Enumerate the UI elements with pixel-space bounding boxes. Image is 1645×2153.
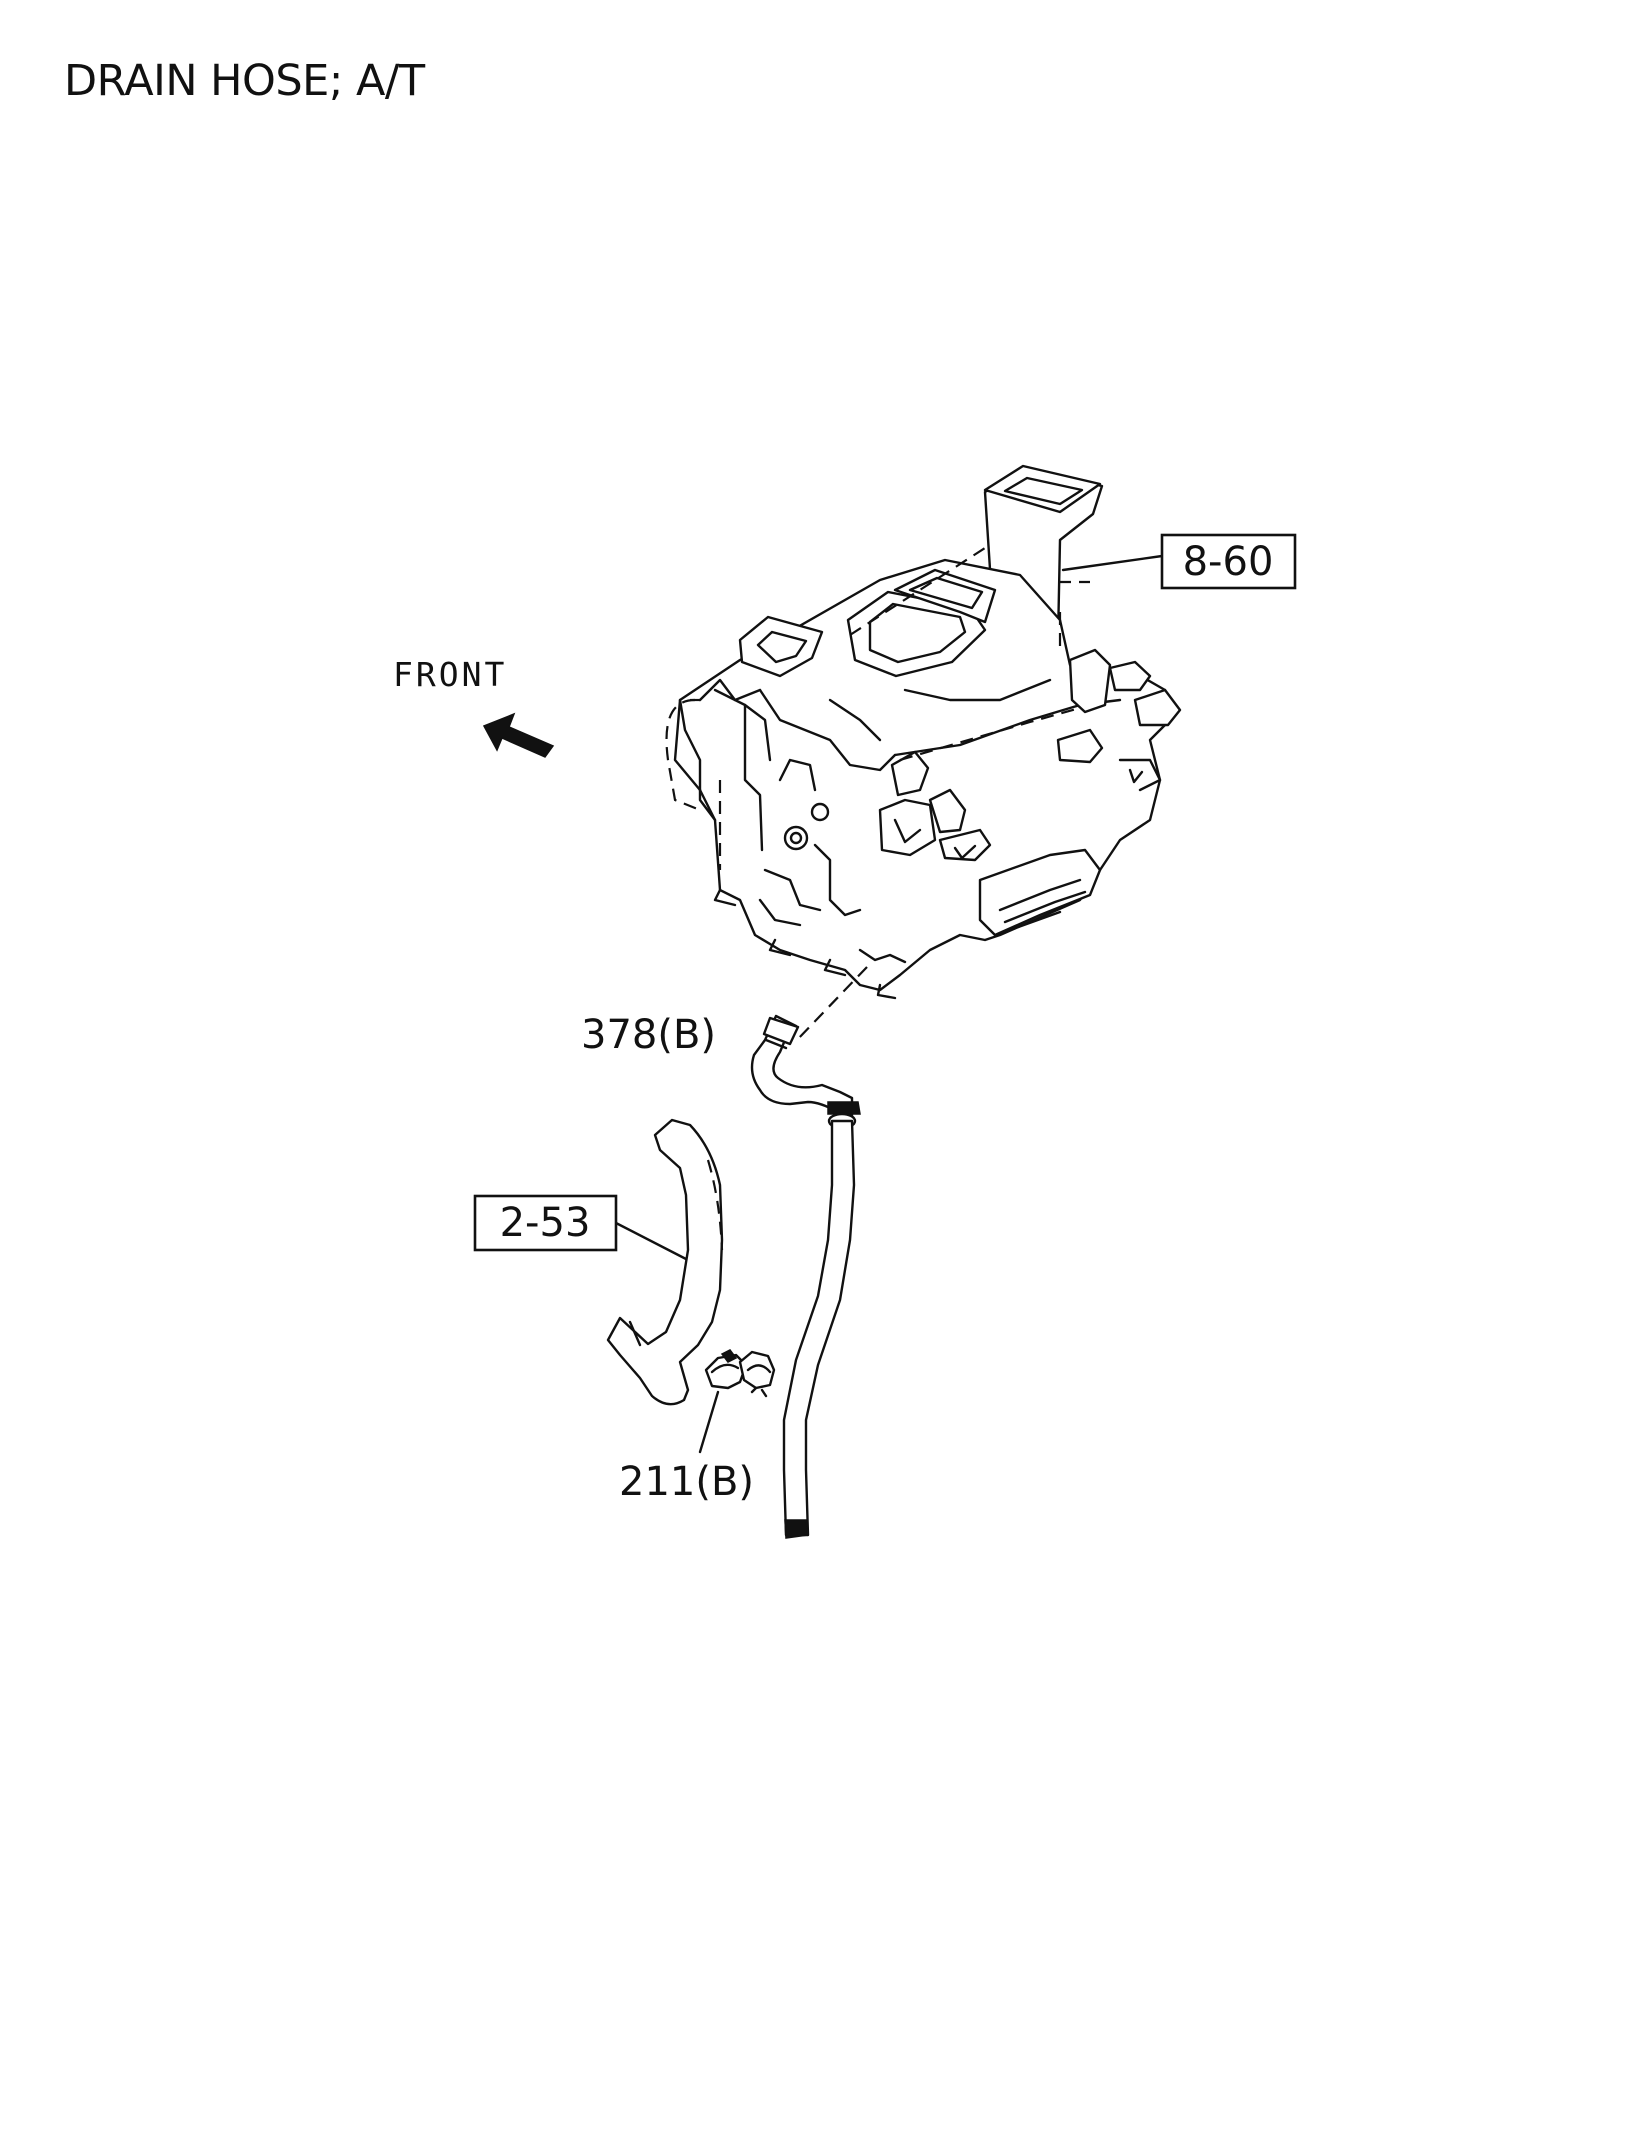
front-hose-ref: 2-53 bbox=[500, 1200, 591, 1246]
front-indicator: FRONT bbox=[393, 655, 555, 758]
clip-leader bbox=[698, 1390, 720, 1454]
heater-unit-leader bbox=[1061, 554, 1164, 572]
drain-hose bbox=[750, 1014, 861, 1539]
heater-unit-ref-box: 8-60 bbox=[1160, 533, 1297, 590]
drain-hose-part: 378(B) bbox=[581, 1012, 716, 1058]
front-hose-leader bbox=[614, 1221, 688, 1261]
page-title: DRAIN HOSE; A/T bbox=[64, 56, 425, 106]
drain-connection-line bbox=[796, 966, 868, 1041]
clip-part: 211(B) bbox=[619, 1459, 754, 1505]
heater-unit bbox=[665, 464, 1182, 1000]
heater-unit-ref: 8-60 bbox=[1183, 539, 1274, 585]
front-hose-ref-box: 2-53 bbox=[473, 1194, 618, 1252]
front-hose bbox=[606, 1118, 724, 1406]
hose-clip bbox=[704, 1349, 776, 1398]
arrow-up-left-icon bbox=[482, 712, 555, 758]
front-label: FRONT bbox=[393, 655, 507, 694]
